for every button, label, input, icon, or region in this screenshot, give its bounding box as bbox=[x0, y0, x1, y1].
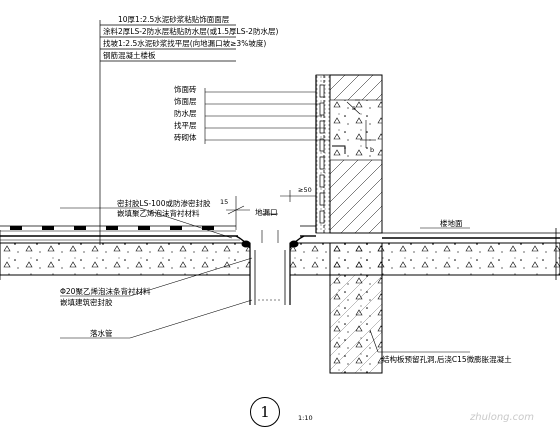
dimension-lines bbox=[60, 88, 470, 353]
break-lines bbox=[0, 228, 557, 280]
wall-label-level: 找平层 bbox=[174, 121, 197, 130]
wall-label-face: 饰面层 bbox=[174, 97, 197, 106]
floor-slab bbox=[0, 242, 560, 374]
dim-15: 15 bbox=[220, 198, 229, 206]
drain-label: 地漏口 bbox=[255, 208, 278, 217]
detail-number-circle: 1 bbox=[250, 397, 280, 427]
dim-50: ≥50 bbox=[298, 186, 312, 194]
pipe-label-1: Φ20聚乙烯泡沫条背衬材料 bbox=[60, 287, 151, 296]
note-waterproof: 涂料2厚LS-2防水层粘贴防水层(或1.5厚LS-2防水层) bbox=[103, 27, 279, 36]
dim-a: a bbox=[352, 104, 356, 112]
note-slab: 钢筋混凝土楼板 bbox=[103, 51, 156, 60]
pipe-label-2: 嵌填建筑密封胶 bbox=[60, 298, 113, 307]
note-finish: 10厚1:2.5水泥砂浆粘贴饰面面层 bbox=[118, 15, 230, 24]
note-screed: 找坡1:2.5水泥砂浆找平层(向地漏口坡≥3%坡度) bbox=[103, 39, 267, 48]
floor-right-label: 楼地面 bbox=[440, 219, 463, 228]
floor-layers bbox=[0, 225, 560, 241]
floor-tiles bbox=[10, 226, 214, 230]
wall-label-finish: 饰面砖 bbox=[174, 85, 197, 94]
pipe-label: 落水管 bbox=[90, 329, 113, 338]
watermark: zhulong.com bbox=[470, 412, 535, 423]
note-leaders bbox=[99, 20, 236, 245]
drain-pipe bbox=[235, 230, 305, 305]
wall-label-brick: 砖砌体 bbox=[174, 133, 197, 142]
sealant-label-2: 嵌填聚乙烯泡沫背衬材料 bbox=[117, 209, 200, 218]
wall-label-waterproof: 防水层 bbox=[174, 109, 197, 118]
bottom-note: 结构板预留孔洞,后浇C15微膨胀混凝土 bbox=[382, 355, 512, 364]
dim-b: b bbox=[370, 146, 375, 154]
scale-label: 1:10 bbox=[298, 414, 313, 422]
sealant-label-1: 密封胶LS-100或防渗密封胶 bbox=[117, 199, 211, 208]
